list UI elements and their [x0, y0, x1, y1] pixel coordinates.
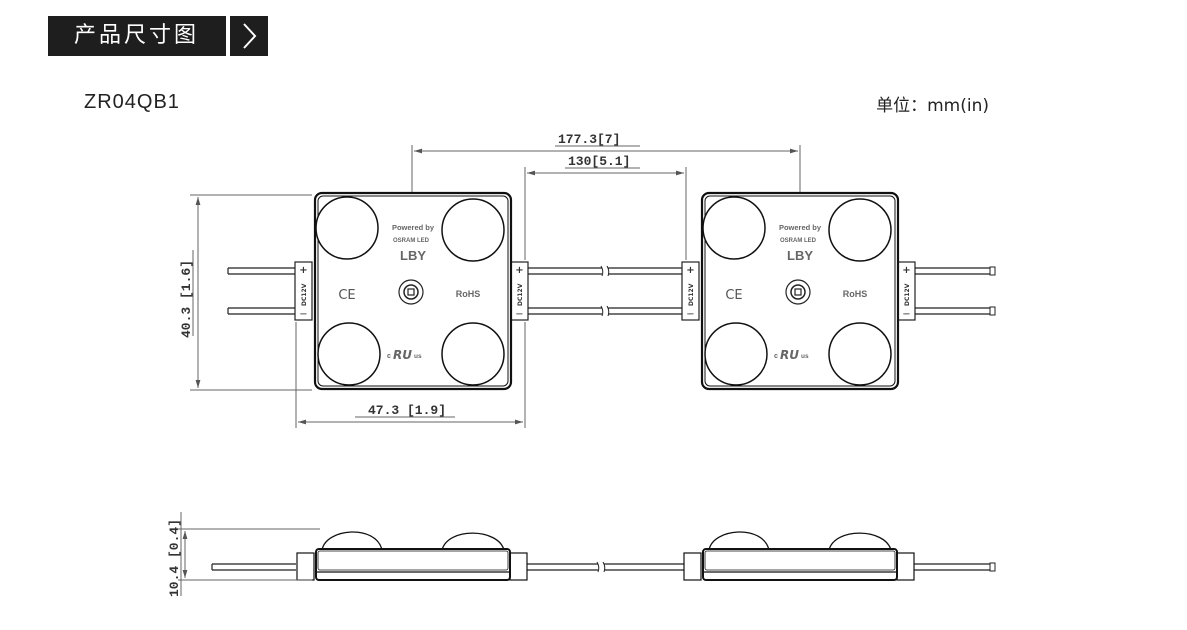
voltage-label: DC12V [688, 283, 695, 306]
chevron-right-icon [230, 16, 268, 56]
dim-height: 40.3 [1.6] [179, 260, 194, 338]
led-lens [441, 198, 505, 262]
connector-left [681, 261, 700, 321]
ul-c-label: c [774, 353, 778, 360]
plus-sign: + [299, 265, 307, 276]
wires-right [912, 266, 996, 316]
rohs-label: RoHS [456, 289, 481, 299]
minus-sign: − [515, 309, 523, 320]
lby-label: LBY [400, 248, 426, 263]
plus-sign: + [902, 265, 910, 276]
powered-by-label: Powered by [392, 223, 435, 232]
osram-label: OSRAM LED [780, 238, 817, 244]
led-lens [828, 322, 892, 386]
screw-icon [785, 279, 811, 305]
plus-sign: + [686, 265, 694, 276]
led-lens [704, 322, 768, 386]
top-view [227, 265, 996, 317]
screw-icon [398, 279, 424, 305]
led-lens [828, 198, 892, 262]
side-view [211, 561, 996, 573]
rohs-label: RoHS [843, 289, 868, 299]
section-title: 产品尺寸图 [48, 16, 226, 56]
powered-by-label: Powered by [779, 223, 822, 232]
ul-c-label: c [387, 353, 391, 360]
ul-mark: RU [780, 348, 799, 362]
led-module-2: + − DC12V + − DC12V Powered by OSRAM LED LBY CE Ro… [681, 191, 916, 391]
dim-width: 47.3 [1.9] [368, 403, 446, 418]
plus-sign: + [515, 265, 523, 276]
minus-sign: − [299, 309, 307, 320]
voltage-label: DC12V [517, 283, 524, 306]
dim-thickness: 10.4 [0.4] [167, 519, 182, 597]
wires-middle [525, 265, 684, 317]
led-module-1: + − DC12V + − DC12V Powered by OSRAM LED LBY CE Ro… [294, 191, 529, 391]
dim-pitch: 177.3[7] [558, 132, 620, 147]
lby-label: LBY [787, 248, 813, 263]
ce-mark: CE [338, 288, 355, 303]
led-lens [317, 322, 381, 386]
dim-gap: 130[5.1] [568, 154, 630, 169]
osram-label: OSRAM LED [393, 238, 430, 244]
minus-sign: − [902, 309, 910, 320]
unit-label: 单位：mm(in) [876, 96, 989, 116]
led-module-side-2 [683, 531, 915, 581]
led-lens [441, 322, 505, 386]
wires-left [227, 267, 296, 315]
minus-sign: − [686, 309, 694, 320]
dimension-lines [190, 145, 801, 428]
voltage-label: DC12V [301, 283, 308, 306]
led-lens [702, 196, 766, 260]
led-lens [315, 196, 379, 260]
model-number: ZR04QB1 [84, 91, 180, 113]
ul-mark: RU [393, 348, 412, 362]
ce-mark: CE [725, 288, 742, 303]
voltage-label: DC12V [904, 283, 911, 306]
connector-left [294, 261, 313, 321]
thickness-dimension [178, 512, 320, 596]
ul-us-label: us [414, 353, 422, 360]
led-module-side-1 [296, 531, 528, 581]
ul-us-label: us [801, 353, 809, 360]
